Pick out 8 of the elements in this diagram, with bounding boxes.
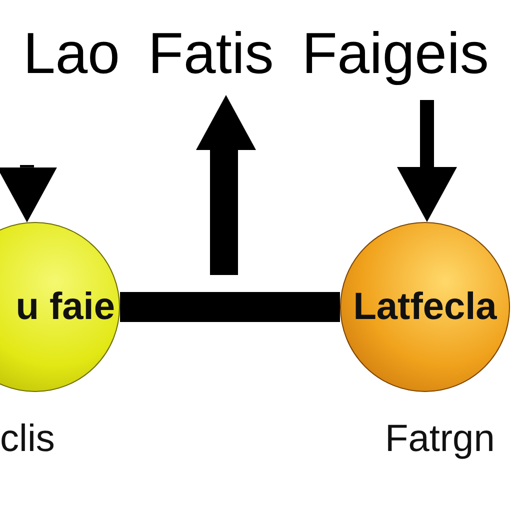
node-label: u faie	[14, 288, 116, 326]
node-caption: clis	[0, 420, 55, 458]
arrow	[0, 165, 57, 222]
node-label: Latfecla	[352, 288, 498, 326]
arrow	[397, 100, 457, 222]
connector-bar	[120, 292, 340, 322]
node-caption: Fatrgn	[385, 420, 495, 458]
title: Lao Fatis Faigeis	[22, 22, 490, 86]
